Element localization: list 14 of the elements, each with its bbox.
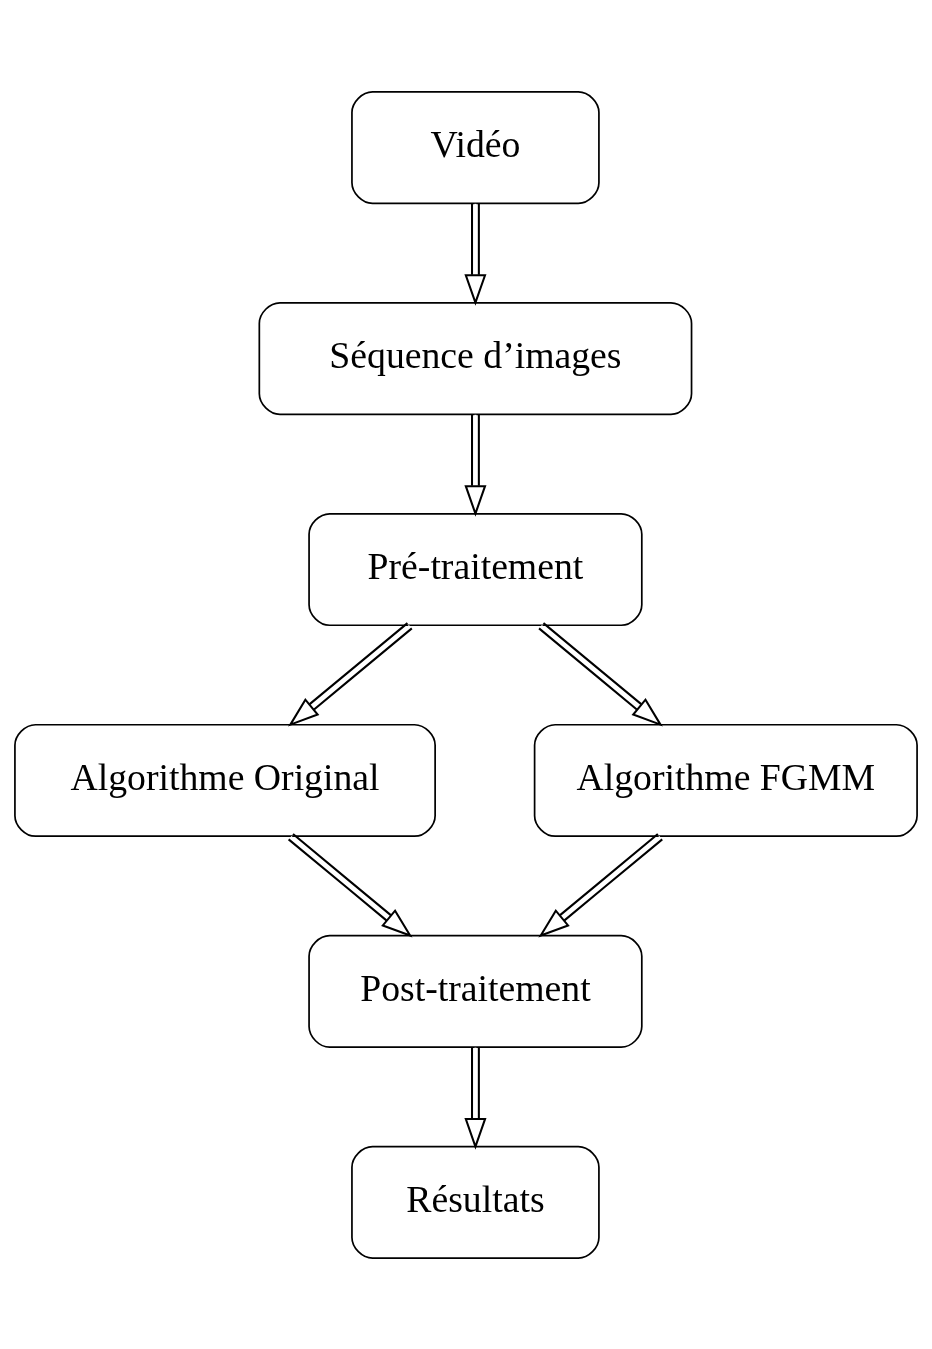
- arrow: [538, 832, 663, 938]
- arrow: [287, 832, 413, 938]
- arrow: [538, 621, 663, 727]
- node-box: Algorithme FGMM: [533, 723, 918, 837]
- node-box: Post-traitement: [308, 934, 643, 1048]
- arrow: [464, 1047, 487, 1150]
- node-box: Résultats: [351, 1145, 600, 1259]
- arrow: [287, 621, 413, 727]
- node-box: Pré-traitement: [308, 512, 643, 626]
- arrow: [464, 414, 487, 517]
- node-box: Algorithme Original: [14, 723, 436, 837]
- node-box: Séquence d’images: [258, 301, 693, 415]
- node-box: Vidéo: [351, 90, 600, 204]
- arrow: [464, 203, 487, 306]
